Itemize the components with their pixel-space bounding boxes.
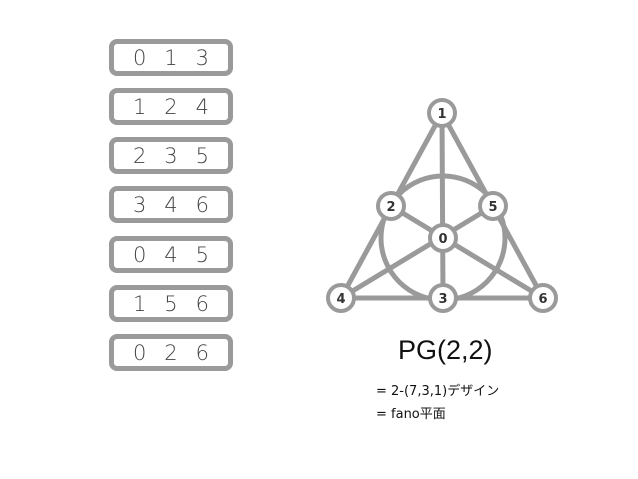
fano-caption: = fano平面 [376, 407, 446, 422]
line-box: 3 4 6 [109, 186, 233, 223]
line-box: 1 2 4 [109, 88, 233, 125]
point-label: 0 [132, 340, 147, 365]
point-label: 6 [195, 291, 209, 316]
node-0: 0 [428, 223, 458, 253]
point-label: 0 [132, 45, 147, 70]
node-1: 1 [427, 98, 457, 128]
line-box: 0 1 3 [109, 39, 233, 76]
point-label: 5 [195, 242, 209, 267]
node-6: 6 [528, 283, 558, 313]
point-label: 5 [164, 291, 178, 316]
node-circle [528, 283, 558, 313]
point-label: 2 [132, 143, 147, 168]
point-label: 6 [195, 340, 209, 365]
node-label: 2 [386, 200, 395, 215]
node-circle [427, 98, 457, 128]
node-circle [428, 283, 458, 313]
point-label: 5 [195, 143, 209, 168]
node-label: 5 [488, 200, 497, 215]
point-label: 4 [195, 94, 209, 119]
point-label: 6 [195, 192, 209, 217]
node-3: 3 [428, 283, 458, 313]
node-label: 4 [336, 292, 345, 307]
point-label: 3 [132, 192, 147, 217]
node-4: 4 [326, 283, 356, 313]
node-circle [478, 191, 508, 221]
line-box: 0 4 5 [109, 236, 233, 273]
point-label: 0 [132, 242, 147, 267]
point-label: 4 [164, 192, 178, 217]
node-label: 1 [437, 107, 446, 122]
edge-line [439, 110, 446, 301]
node-circle [326, 283, 356, 313]
node-2: 2 [376, 191, 406, 221]
line-box: 1 5 6 [109, 285, 233, 322]
point-label: 2 [164, 340, 178, 365]
node-circle [428, 223, 458, 253]
point-label: 4 [164, 242, 178, 267]
point-label: 3 [195, 45, 209, 70]
node-5: 5 [478, 191, 508, 221]
point-label: 1 [132, 291, 147, 316]
point-label: 1 [132, 94, 147, 119]
edge-line [338, 203, 496, 301]
point-label: 3 [164, 143, 178, 168]
node-label: 6 [538, 292, 547, 307]
line-box: 0 2 6 [109, 334, 233, 371]
edge-line [388, 203, 546, 301]
point-label: 1 [164, 45, 178, 70]
node-label: 3 [438, 292, 447, 307]
line-box: 2 3 5 [109, 137, 233, 174]
node-circle [376, 191, 406, 221]
point-label: 2 [164, 94, 178, 119]
diagram-title: PG(2,2) [398, 335, 493, 365]
design-caption: = 2-(7,3,1)デザイン [376, 384, 500, 399]
node-label: 0 [438, 232, 447, 247]
